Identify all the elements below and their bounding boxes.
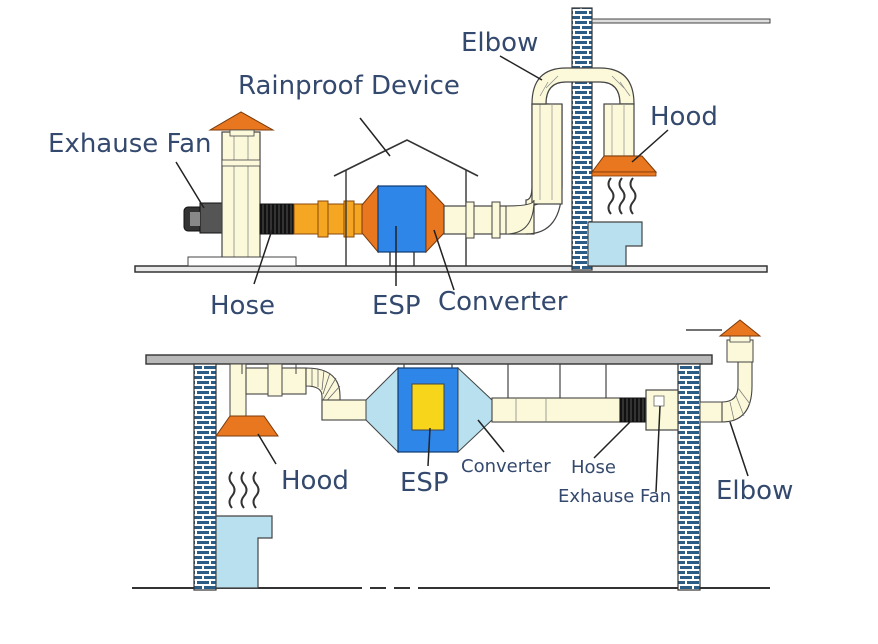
bottom-hose <box>619 397 647 423</box>
label-bottom-hood: Hood <box>281 466 349 496</box>
label-top-hood: Hood <box>650 102 718 132</box>
label-top-exhaust-fan: Exhause Fan <box>48 129 212 159</box>
label-bottom-converter: Converter <box>461 456 551 477</box>
bottom-elbow <box>721 359 753 423</box>
top-rainproof-roof <box>333 139 479 177</box>
bottom-system <box>132 319 770 591</box>
label-bottom-esp: ESP <box>400 468 449 498</box>
top-elbow <box>531 67 635 157</box>
label-top-esp: ESP <box>372 291 421 321</box>
top-fan-housing <box>221 131 261 259</box>
bottom-left-duct <box>229 363 307 421</box>
label-top-rainproof-device: Rainproof Device <box>238 71 460 101</box>
bottom-fumes-icon <box>228 471 260 509</box>
bottom-right-wall <box>677 363 701 591</box>
label-bottom-hose: Hose <box>571 457 616 478</box>
bottom-duct-right <box>491 364 621 423</box>
label-top-converter: Converter <box>438 287 568 317</box>
bottom-stove <box>215 515 273 589</box>
bottom-left-wall <box>193 363 217 591</box>
top-rainproof-cap-icon <box>208 111 275 131</box>
label-top-elbow: Elbow <box>461 28 539 58</box>
label-top-hose: Hose <box>210 291 275 321</box>
label-bottom-elbow: Elbow <box>716 476 794 506</box>
top-fumes-icon <box>607 177 637 215</box>
bottom-rainproof-cap-icon <box>718 319 762 337</box>
top-hood-icon <box>591 155 658 173</box>
top-system <box>134 7 771 273</box>
top-floor <box>134 265 768 273</box>
bottom-ceiling <box>145 354 713 365</box>
leader-lines <box>175 55 749 493</box>
top-exhaust-fan <box>183 202 223 234</box>
top-hose <box>259 203 295 235</box>
label-bottom-exhaust-fan: Exhause Fan <box>558 486 672 507</box>
top-duct-right <box>443 103 563 239</box>
top-roof-line <box>591 18 771 24</box>
top-esp <box>361 184 445 266</box>
bottom-hood-icon <box>215 415 279 437</box>
top-stove <box>587 221 643 267</box>
top-orange-duct <box>293 200 365 238</box>
